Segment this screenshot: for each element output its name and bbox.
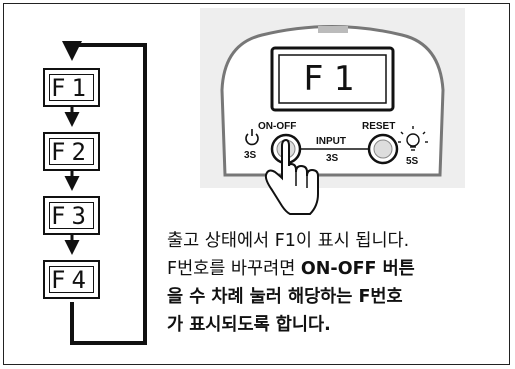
caption-line-2b: ON-OFF 버튼: [300, 259, 415, 279]
instruction-caption: 출고 상태에서 F1이 표시 됩니다. F번호를 바꾸려면 ON-OFF 버튼 …: [167, 227, 502, 339]
reset-label: RESET: [362, 121, 396, 132]
lcd-f4: F4: [43, 260, 100, 299]
lcd-f3-text: F3: [49, 202, 94, 230]
lcd-f1: F1: [43, 68, 100, 107]
device-logo-mark: [318, 26, 348, 33]
onoff-label: ON-OFF: [258, 121, 297, 132]
reset-time: 5S: [406, 156, 419, 167]
caption-line-1: 출고 상태에서 F1이 표시 됩니다.: [167, 231, 410, 251]
lcd-f4-text: F4: [49, 266, 94, 294]
lcd-f2: F2: [43, 132, 100, 171]
loop-line: [62, 41, 147, 345]
input-label: INPUT: [316, 136, 346, 147]
input-time: 3S: [326, 153, 339, 164]
caption-line-4: 가 표시되도록 합니다.: [167, 315, 331, 335]
power-icon: [245, 129, 259, 146]
lcd-f3: F3: [43, 196, 100, 235]
caption-line-2a: F번호를 바꾸려면: [167, 259, 301, 279]
lcd-f1-text: F1: [49, 74, 94, 102]
caption-line-3: 을 수 차례 눌러 해당하는 F번호: [167, 287, 403, 307]
diagram-frame: [3, 3, 510, 365]
caption-line-2: F번호를 바꾸려면 ON-OFF 버튼: [167, 255, 502, 283]
bulb-icon: [398, 126, 428, 151]
hand-icon: [264, 138, 319, 215]
device-screen: [270, 46, 395, 112]
lcd-f2-text: F2: [49, 138, 94, 166]
onoff-time: 3S: [244, 150, 257, 161]
device-screen-text: F1: [303, 59, 364, 99]
